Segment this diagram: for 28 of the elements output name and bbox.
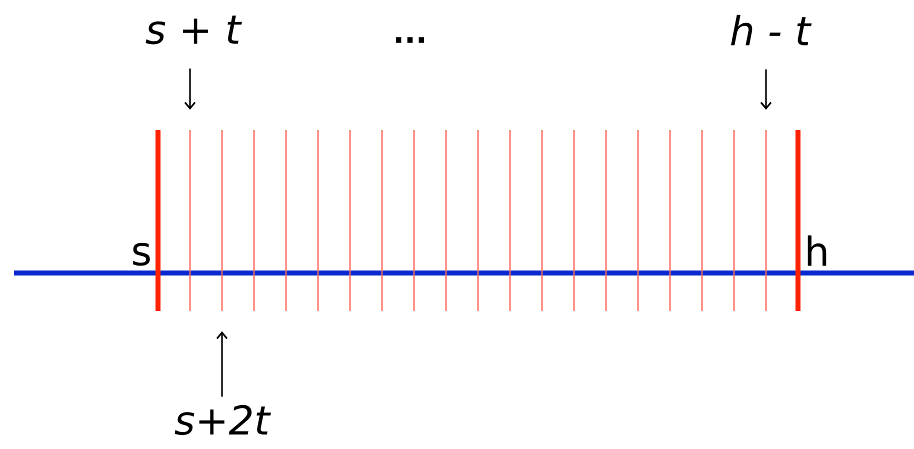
grid-line — [477, 130, 479, 311]
grid-line — [765, 130, 767, 311]
grid-line — [541, 130, 543, 311]
arrow — [184, 68, 196, 110]
grid-line — [253, 130, 255, 311]
grid-line — [637, 130, 639, 311]
grid-line — [285, 130, 287, 311]
grid-line — [605, 130, 607, 311]
arrow — [216, 331, 228, 397]
math-label: h - t — [730, 14, 812, 46]
grid-line — [509, 130, 511, 311]
grid-line — [669, 130, 671, 311]
grid-line — [317, 130, 319, 311]
grid-line — [349, 130, 351, 311]
grid-line — [381, 130, 383, 311]
math-label: s + t — [146, 16, 242, 44]
math-label: s+2t — [174, 404, 271, 436]
point-label: h — [808, 235, 826, 266]
grid-line — [445, 130, 447, 311]
grid-line — [573, 130, 575, 311]
grid-line — [189, 130, 191, 311]
point-label: s — [133, 242, 150, 266]
grid-line — [221, 130, 223, 311]
arrow — [760, 69, 772, 110]
grid-line — [701, 130, 703, 311]
grid-line — [413, 130, 415, 311]
ellipsis-label: ... — [396, 37, 424, 43]
grid-line — [733, 130, 735, 311]
